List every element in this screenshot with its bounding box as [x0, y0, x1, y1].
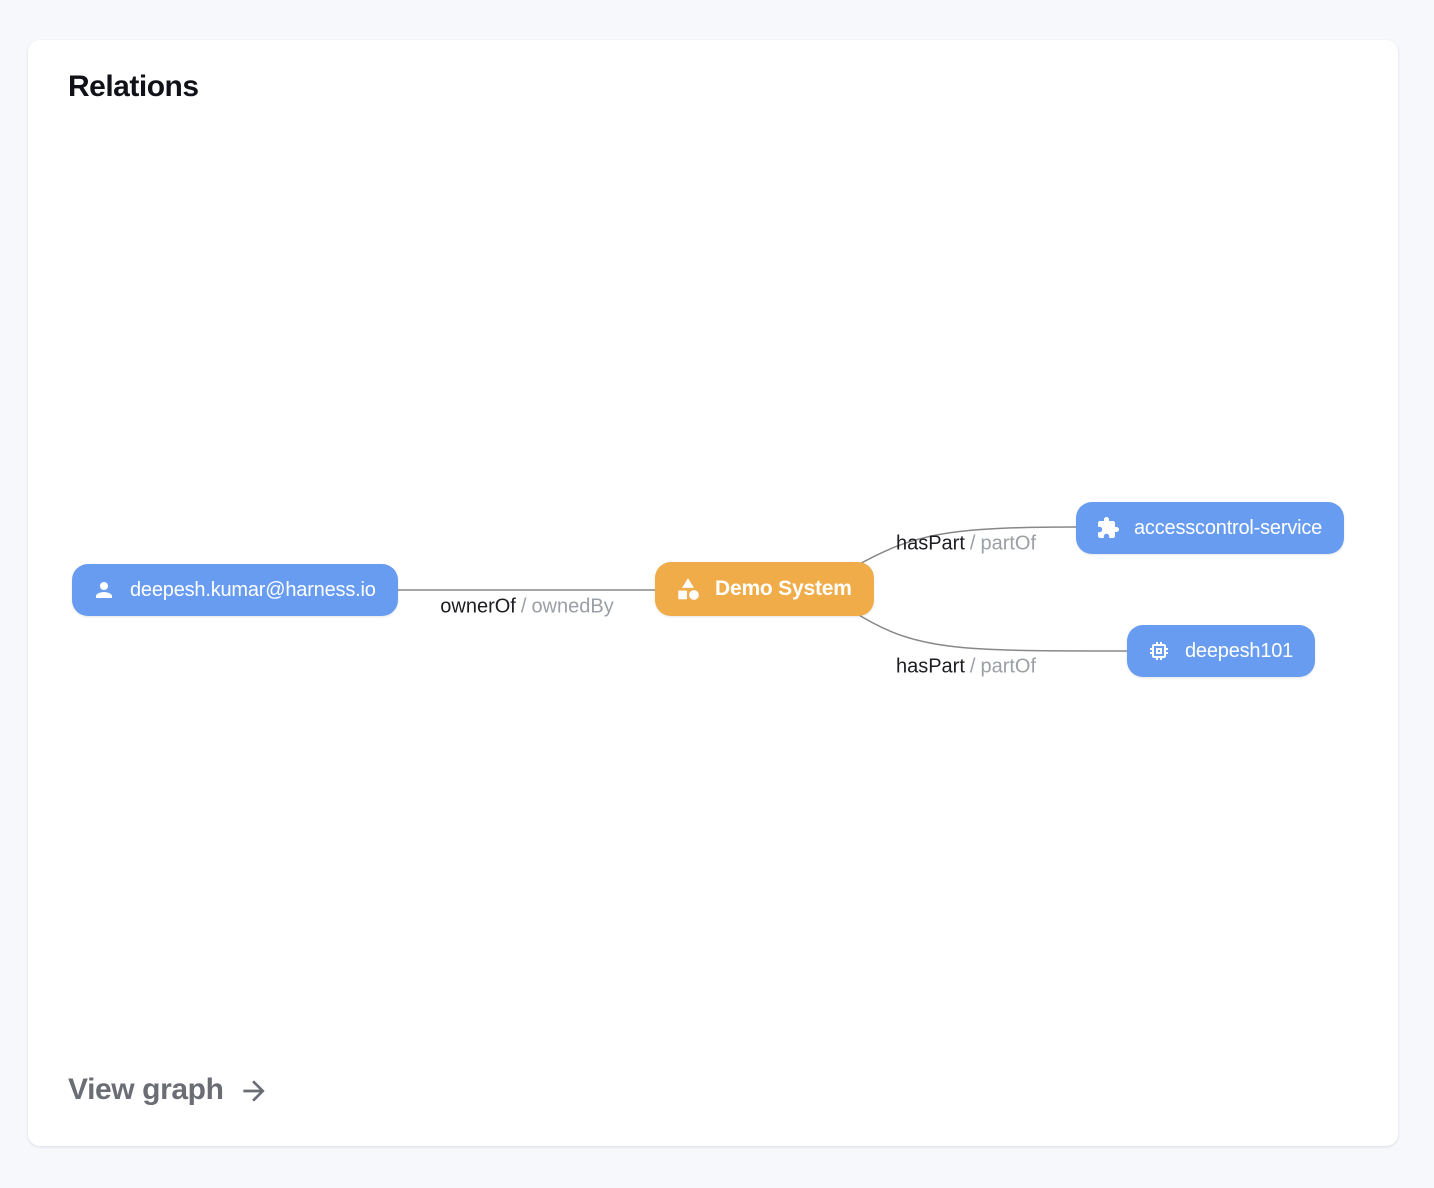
- edge-label-separator: /: [520, 595, 527, 618]
- category-icon: [675, 576, 701, 602]
- edge-label-primary: hasPart: [895, 532, 965, 555]
- edge-haspart-bottom-line: [853, 611, 1129, 652]
- relations-graph: deepesh.kumar@harness.io Demo System acc…: [28, 40, 1398, 1146]
- puzzle-icon: [1096, 516, 1120, 540]
- person-icon: [92, 578, 116, 602]
- edge-label-secondary: partOf: [980, 532, 1037, 555]
- edge-label-separator: /: [969, 655, 976, 678]
- edge-label-ownerof: ownerOf/ownedBy: [440, 596, 613, 619]
- chip-icon: [1147, 639, 1171, 663]
- relations-card: Relations deepesh.kumar@harness.io Demo …: [28, 40, 1398, 1146]
- view-graph-link[interactable]: View graph: [68, 1072, 270, 1107]
- card-title: Relations: [68, 70, 199, 103]
- node-service-label: accesscontrol-service: [1134, 516, 1323, 539]
- view-graph-label: View graph: [68, 1072, 224, 1106]
- edge-label-secondary: partOf: [980, 655, 1037, 678]
- edge-label-secondary: ownedBy: [531, 595, 614, 618]
- edge-label-haspart-bottom: hasPart/partOf: [896, 656, 1036, 679]
- node-user-label: deepesh.kumar@harness.io: [130, 578, 376, 601]
- edge-label-primary: ownerOf: [440, 595, 516, 618]
- arrow-right-icon: [242, 1080, 265, 1102]
- node-user[interactable]: deepesh.kumar@harness.io: [72, 564, 398, 616]
- edge-label-primary: hasPart: [895, 655, 965, 678]
- node-component-label: deepesh101: [1185, 639, 1294, 662]
- node-service[interactable]: accesscontrol-service: [1076, 502, 1345, 554]
- node-system-label: Demo System: [715, 577, 852, 600]
- edge-label-haspart-top: hasPart/partOf: [896, 533, 1036, 556]
- node-component[interactable]: deepesh101: [1127, 625, 1316, 677]
- edge-label-separator: /: [969, 532, 976, 555]
- node-system[interactable]: Demo System: [655, 562, 874, 616]
